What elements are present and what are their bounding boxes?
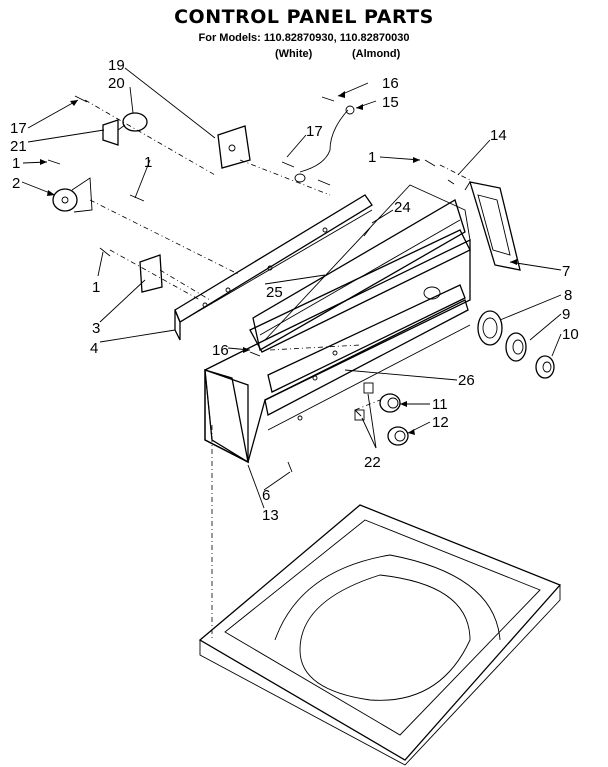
- callout-22: 22: [364, 454, 381, 471]
- callout-3: 3: [92, 320, 100, 337]
- timer-housing: [464, 181, 521, 271]
- callout-8: 11: [432, 396, 448, 413]
- callout-10: 7: [562, 263, 570, 280]
- callout-1a: 1: [12, 155, 20, 172]
- callout-7: 13: [262, 507, 279, 524]
- callout-12: 9: [562, 306, 570, 323]
- callout-26: 26: [458, 372, 475, 389]
- knob-assembly: [477, 310, 555, 379]
- lid-switch-bracket: [217, 125, 251, 169]
- callout-20: 20: [108, 75, 125, 92]
- model-numbers: For Models: 110.82870930, 110.82870030: [198, 32, 410, 44]
- diagram-title: CONTROL PANEL PARTS: [174, 6, 434, 28]
- end-cap: [204, 369, 249, 464]
- switch-component: [52, 177, 93, 213]
- callout-16b: 16: [212, 342, 229, 359]
- button-strip: [252, 199, 466, 352]
- capacitor-component: [102, 112, 148, 146]
- callout-labels: 19 20 17 21 1 2 1 17 16 15 1 14 24 7 25 …: [10, 57, 579, 524]
- callout-24: 24: [394, 199, 411, 216]
- arrowheads: [40, 91, 517, 435]
- callout-21: 21: [10, 138, 27, 155]
- screws: [47, 95, 455, 473]
- callout-16a: 16: [382, 75, 399, 92]
- control-console: [204, 184, 471, 464]
- callout-14: 14: [490, 127, 507, 144]
- callout-9: 12: [432, 414, 449, 431]
- callout-25: 25: [266, 284, 283, 301]
- callout-11: 8: [564, 287, 572, 304]
- callout-17b: 17: [306, 123, 323, 140]
- color-white-label: (White): [275, 48, 313, 60]
- mounting-bracket: [174, 194, 373, 341]
- callout-4: 4: [90, 340, 98, 357]
- callout-13: 10: [562, 326, 579, 343]
- callout-15: 15: [382, 94, 399, 111]
- color-almond-label: (Almond): [352, 48, 401, 60]
- callout-6: 6: [262, 487, 270, 504]
- wire-harness: [294, 105, 355, 183]
- callout-19: 19: [108, 57, 125, 74]
- callout-1b: 1: [144, 154, 152, 171]
- alignment-lines: [84, 99, 471, 411]
- small-knobs: [354, 382, 409, 446]
- clip-bracket: [139, 254, 163, 293]
- callout-17a: 17: [10, 120, 27, 137]
- callout-2: 2: [12, 175, 20, 192]
- washer-top: [198, 425, 562, 766]
- callout-1c: 1: [368, 149, 376, 166]
- callout-1d: 1: [92, 279, 100, 296]
